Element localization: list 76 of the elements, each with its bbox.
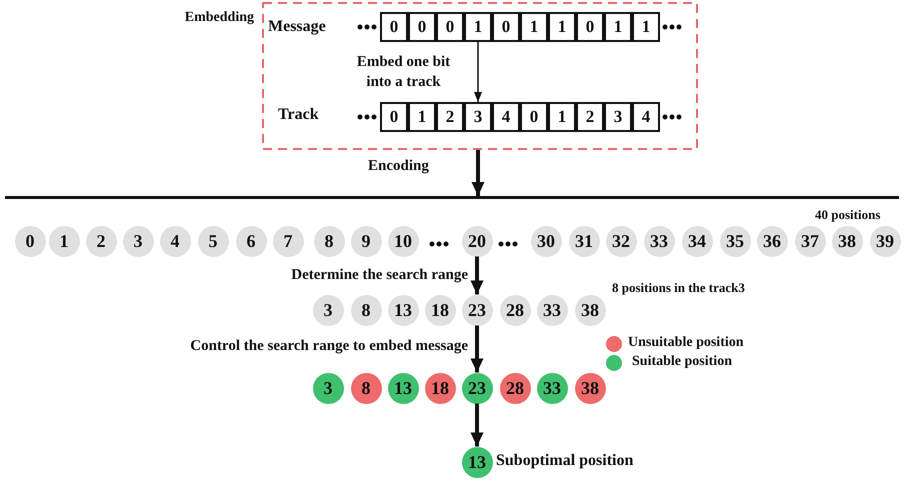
bit-cell: 0	[436, 12, 464, 42]
edge-label: Determine the search range	[291, 267, 468, 284]
arrow	[474, 42, 482, 102]
horizontal-line	[5, 196, 899, 199]
bit-cell: 1	[604, 12, 632, 42]
bit-cell: 0	[576, 12, 604, 42]
row-label: Track	[278, 106, 319, 124]
bit-cell: 4	[632, 102, 660, 132]
position-circle: 28	[500, 372, 530, 404]
bit-cell: 3	[604, 102, 632, 132]
position-circle: 37	[794, 226, 826, 256]
position-circle: 13	[388, 294, 418, 326]
edge-label: Encoding	[368, 158, 429, 175]
position-circle: 3	[312, 294, 344, 326]
bit-cell: 0	[408, 12, 436, 42]
position-circle: 5	[198, 226, 228, 256]
annotation-text: 8 positions in the track3	[612, 280, 745, 296]
arrow	[472, 150, 484, 196]
bit-cell: 0	[520, 102, 548, 132]
position-circle: 31	[568, 226, 600, 256]
position-circle: 23	[462, 294, 492, 326]
bit-cell: 0	[380, 12, 408, 42]
bit-cell: 0	[380, 102, 408, 132]
bit-cell: 2	[436, 102, 464, 132]
row-label: Message	[268, 18, 326, 36]
position-circle: 7	[272, 226, 304, 256]
bit-cell: 1	[548, 102, 576, 132]
position-circle: 9	[350, 226, 382, 256]
arrow	[470, 256, 484, 294]
edge-label: Control the search range to embed message	[190, 338, 468, 355]
bit-cell: 1	[632, 12, 660, 42]
position-circle: 33	[644, 226, 674, 256]
position-circle: 0	[14, 226, 46, 256]
position-circle: 28	[500, 294, 530, 326]
position-circle: 38	[832, 226, 862, 256]
bit-cell: 2	[576, 102, 604, 132]
position-circle: 18	[424, 294, 456, 326]
position-circle: 13	[462, 446, 492, 478]
position-circle: 38	[574, 294, 606, 326]
position-circle: 20	[462, 226, 492, 256]
position-circle: 10	[388, 226, 418, 256]
annotation-text: 40 positions	[815, 207, 880, 223]
bit-cell: 1	[548, 12, 576, 42]
arrow	[470, 404, 484, 446]
position-circle: 6	[236, 226, 266, 256]
position-circle: 36	[756, 226, 788, 256]
position-circle: 39	[870, 226, 900, 256]
position-circle: 32	[606, 226, 636, 256]
position-circle: 2	[86, 226, 116, 256]
bit-cell: 0	[492, 12, 520, 42]
position-circle: 33	[536, 294, 568, 326]
position-circle: 8	[350, 294, 382, 326]
position-circle: 4	[160, 226, 190, 256]
position-circle: 8	[350, 372, 382, 404]
position-circle: 18	[424, 372, 456, 404]
bit-cell: 1	[520, 12, 548, 42]
position-circle: 13	[388, 372, 418, 404]
position-circle: 3	[312, 372, 344, 404]
group-title: Embedding	[184, 10, 254, 26]
bit-cell: 4	[492, 102, 520, 132]
position-circle: 38	[574, 372, 606, 404]
position-circle: 30	[530, 226, 562, 256]
position-circle: 3	[122, 226, 154, 256]
position-circle: 8	[314, 226, 344, 256]
bit-cell: 1	[408, 102, 436, 132]
legend-label: Unsuitable position	[628, 335, 744, 351]
position-circle: 23	[462, 372, 492, 404]
position-circle: 34	[682, 226, 712, 256]
position-circle: 33	[536, 372, 568, 404]
node-caption: Suboptimal position	[496, 452, 634, 470]
arrow	[470, 326, 484, 372]
position-circle: 35	[720, 226, 750, 256]
bit-cell: 3	[464, 102, 492, 132]
bit-cell: 1	[464, 12, 492, 42]
legend-label: Suitable position	[632, 354, 732, 370]
position-circle: 1	[48, 226, 80, 256]
